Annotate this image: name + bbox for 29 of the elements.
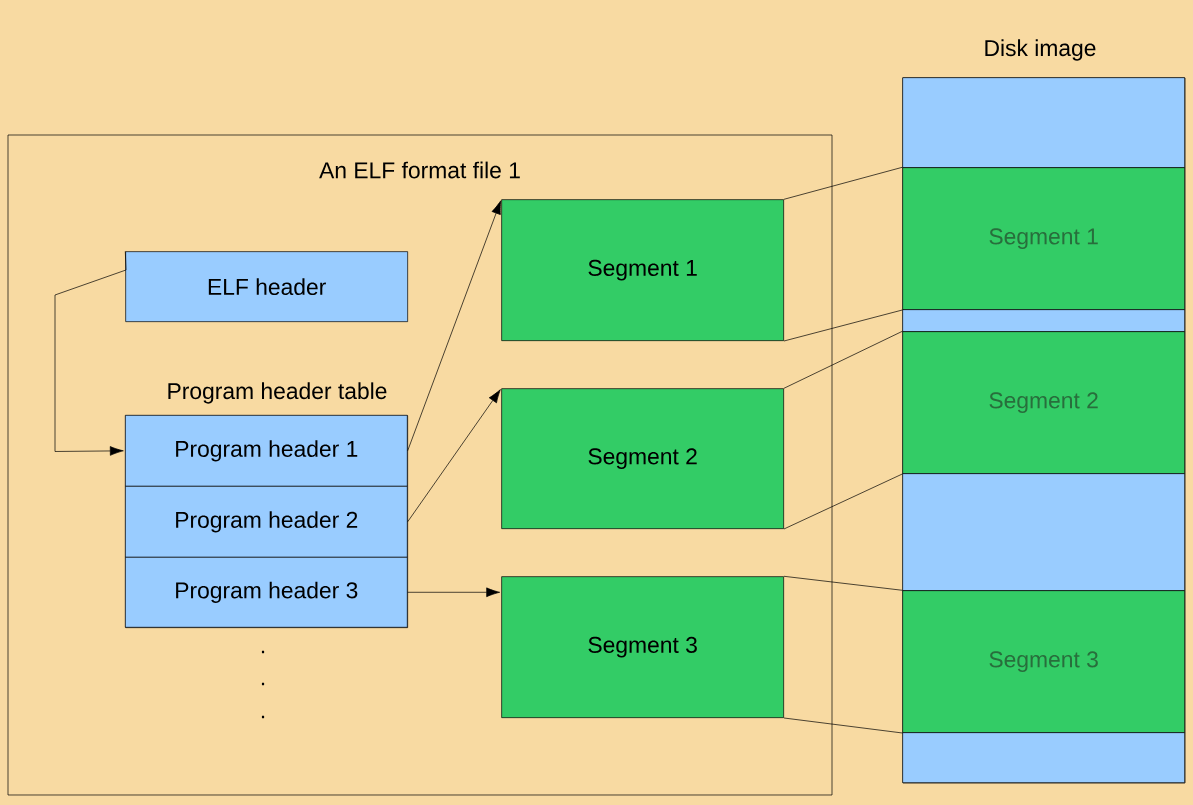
arrow	[407, 200, 502, 452]
free-block	[902, 473, 1185, 591]
disk-segment: Segment 3	[902, 590, 1185, 733]
ellipsis-dot: .	[261, 682, 265, 686]
free-block	[902, 732, 1185, 783]
segment-box: Segment 1	[501, 199, 784, 341]
disk-segment: Segment 1	[902, 167, 1185, 310]
connector-line	[783, 473, 903, 530]
connector-line	[783, 166, 903, 200]
arrow	[54, 250, 127, 456]
node-label: Program header table	[168, 382, 387, 404]
header-box: ELF header	[125, 251, 408, 322]
connector-line	[783, 575, 903, 591]
disk-segment: Segment 2	[902, 331, 1185, 474]
node-label: Disk image	[985, 39, 1096, 61]
arrow	[407, 587, 501, 598]
header-row: Program header 3	[124, 556, 408, 628]
connector-line	[783, 330, 903, 389]
connector-line	[783, 309, 903, 342]
ellipsis-dot: .	[261, 650, 265, 654]
arrow	[407, 389, 501, 523]
free-block	[902, 77, 1185, 168]
segment-box: Segment 3	[501, 576, 784, 718]
ellipsis-dot: .	[261, 715, 265, 719]
header-row: Program header 1	[124, 414, 408, 487]
connector-line	[783, 717, 903, 734]
segment-box: Segment 2	[501, 388, 784, 529]
free-block	[902, 309, 1185, 332]
header-row: Program header 2	[124, 485, 408, 558]
